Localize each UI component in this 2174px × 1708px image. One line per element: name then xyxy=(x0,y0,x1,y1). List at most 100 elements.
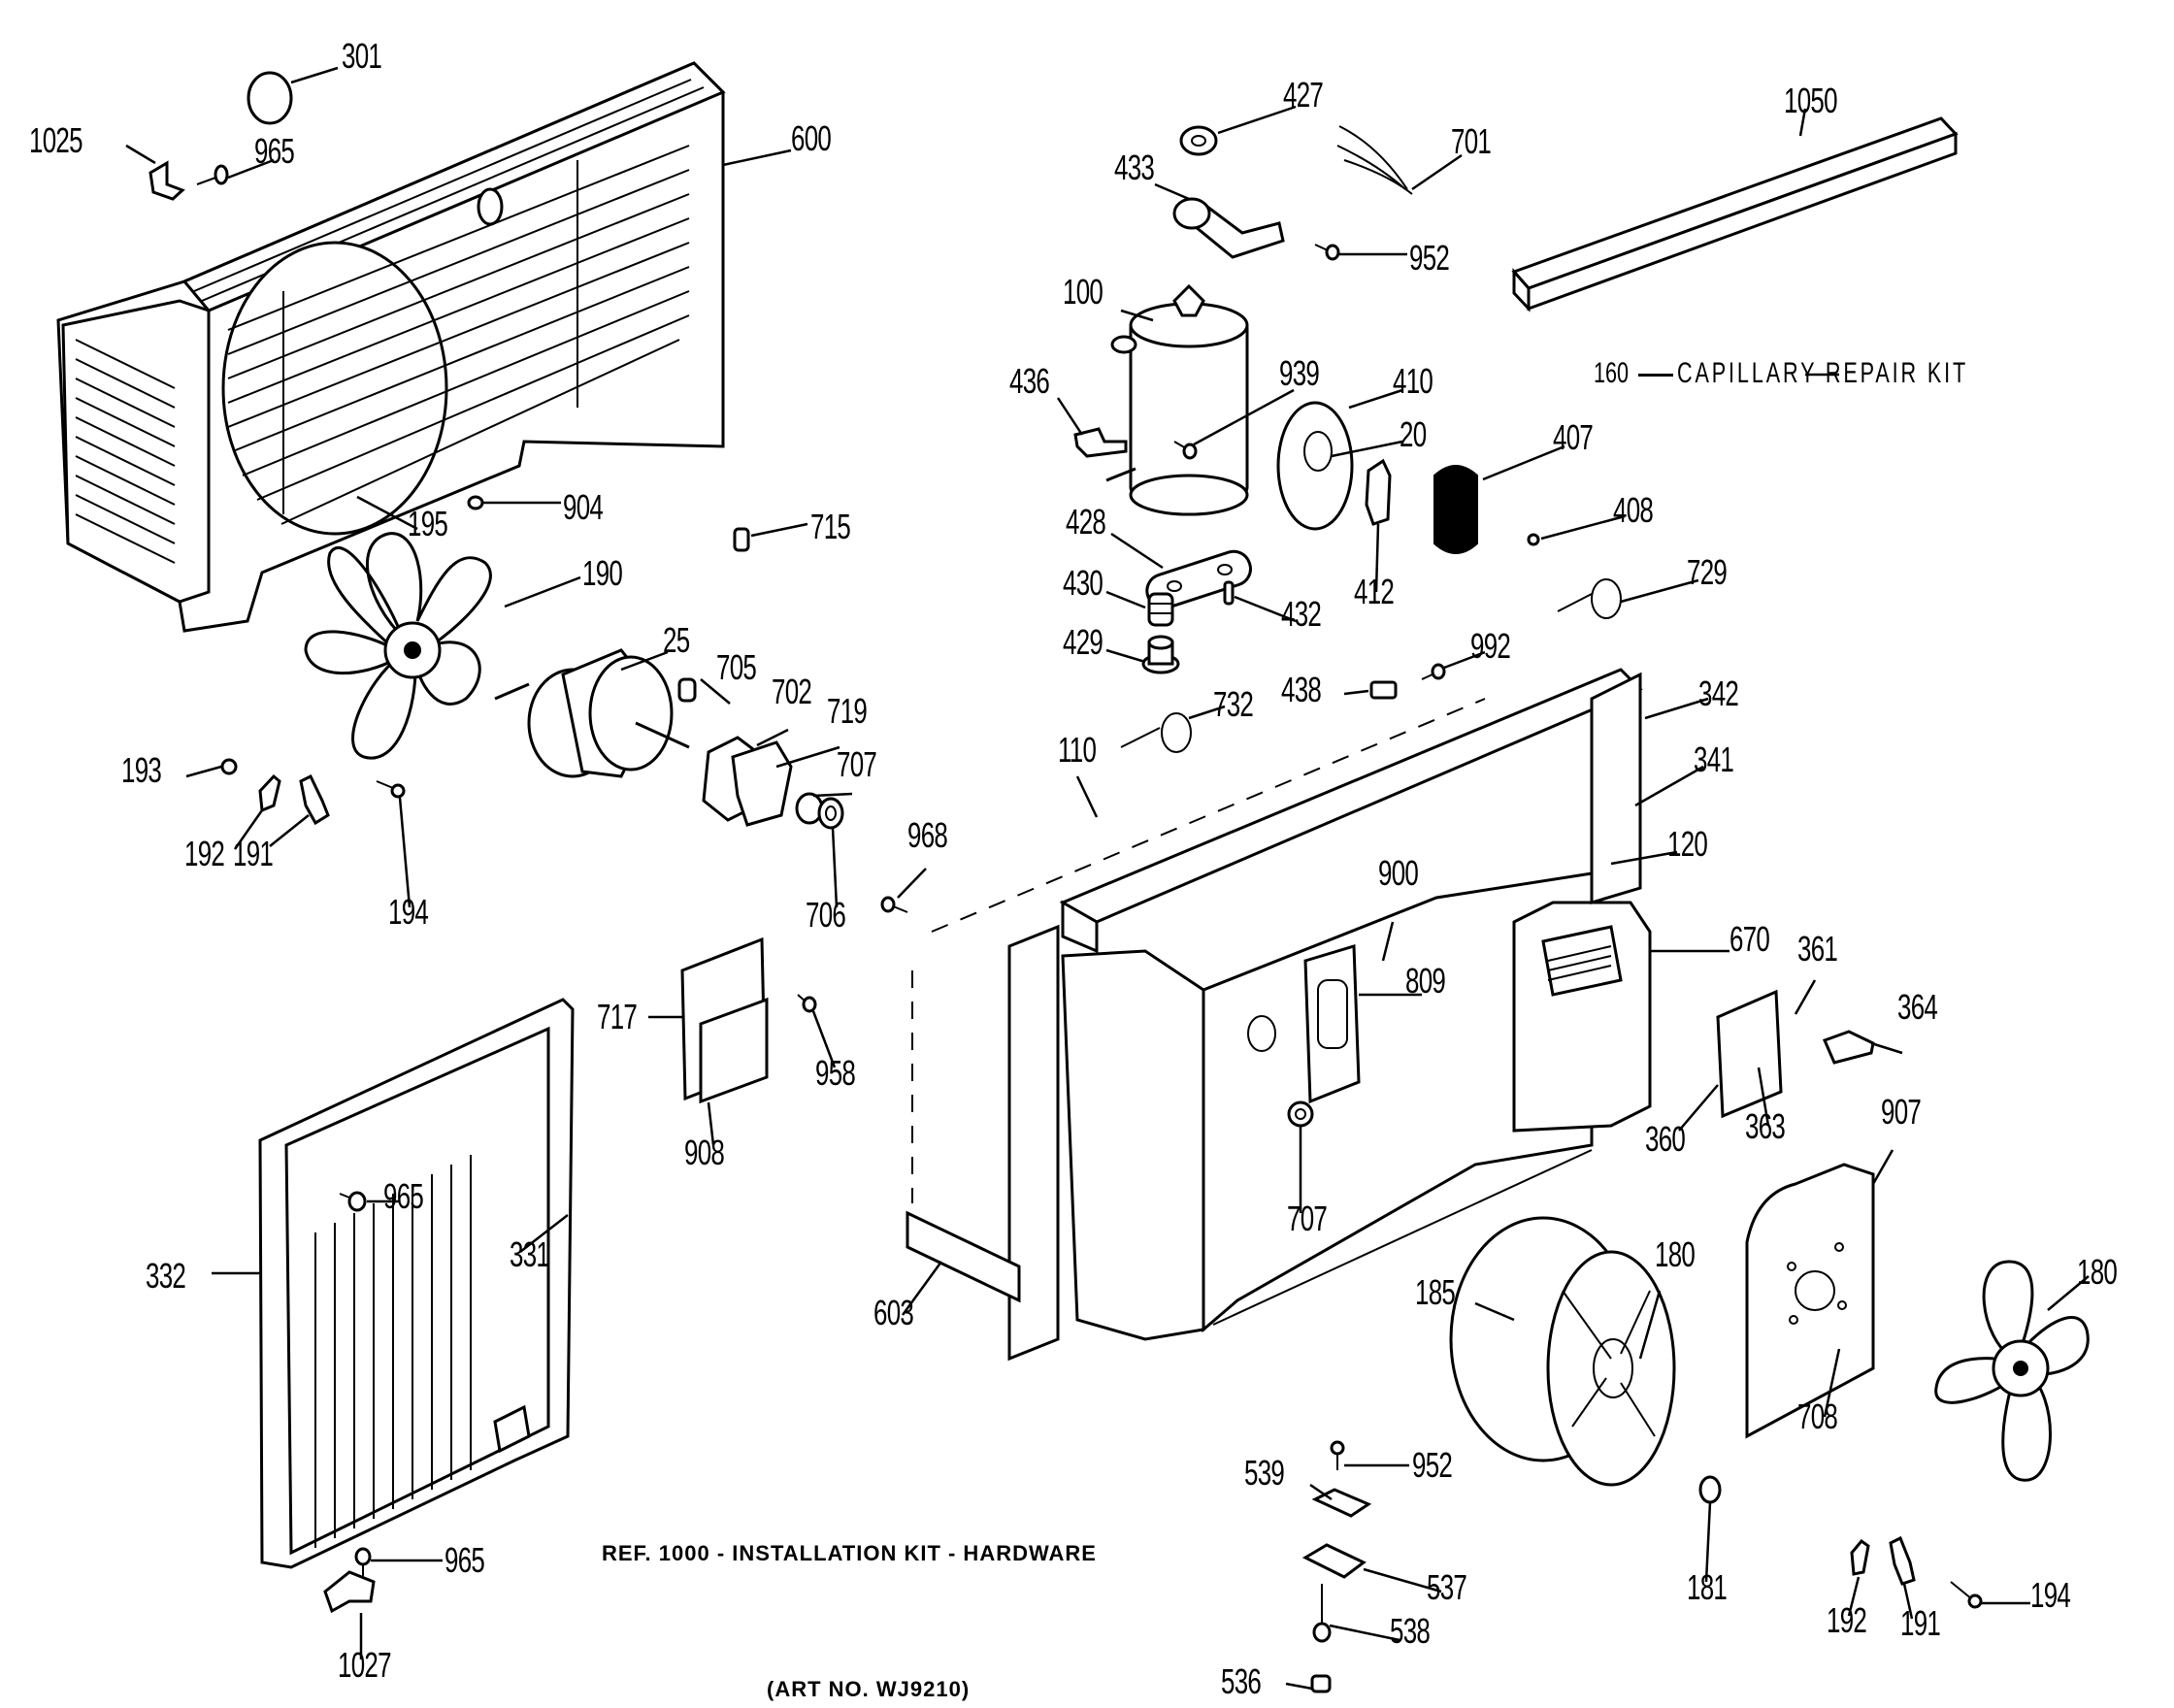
part-label: 707 xyxy=(1287,1199,1328,1238)
capillary-kit-ref: 160 xyxy=(1594,357,1630,389)
part-label: 992 xyxy=(1470,626,1511,666)
side-panel xyxy=(258,998,575,1569)
screw-965 xyxy=(196,164,229,185)
outer-case xyxy=(56,61,726,633)
part-label: 331 xyxy=(510,1234,550,1274)
fan-motor xyxy=(494,648,690,778)
part-label: 1050 xyxy=(1784,81,1838,120)
part-label: 904 xyxy=(563,487,604,527)
part-label: 110 xyxy=(1058,730,1097,770)
part-label: 939 xyxy=(1279,353,1320,393)
part-label: 25 xyxy=(663,620,690,660)
part-label: 191 xyxy=(1900,1603,1941,1643)
part-label: 436 xyxy=(1009,361,1050,401)
part-label: 194 xyxy=(2030,1575,2071,1615)
part-label: 100 xyxy=(1063,272,1103,312)
part-label: 332 xyxy=(146,1256,186,1296)
part-label: 364 xyxy=(1897,987,1938,1027)
screw-194 xyxy=(376,780,406,799)
bracket-433 xyxy=(1172,197,1285,259)
clip-438 xyxy=(1369,680,1398,700)
bracket-191 xyxy=(299,773,330,826)
nut-706 xyxy=(817,797,844,830)
part-label: 185 xyxy=(1415,1272,1456,1312)
retainer-193 xyxy=(220,758,238,775)
fan-blade-180 xyxy=(1934,1260,2090,1482)
part-label: 603 xyxy=(873,1293,914,1332)
part-label: 907 xyxy=(1881,1092,1922,1132)
part-label: 433 xyxy=(1114,148,1155,187)
part-label: 809 xyxy=(1405,961,1446,1001)
part-label: 952 xyxy=(1412,1445,1453,1485)
part-label: 537 xyxy=(1427,1567,1467,1607)
part-label: 701 xyxy=(1451,121,1492,161)
part-label: 952 xyxy=(1409,238,1450,278)
bolt-538 xyxy=(1312,1584,1332,1643)
part-label: 958 xyxy=(815,1053,856,1093)
part-label: 427 xyxy=(1283,75,1324,115)
part-label: 192 xyxy=(1827,1600,1867,1640)
plate-360 xyxy=(1716,989,1783,1119)
mounting-plate xyxy=(1145,549,1252,610)
capacitor-bracket xyxy=(1303,944,1361,1104)
part-label: 702 xyxy=(772,672,812,711)
part-label: 342 xyxy=(1698,673,1739,713)
part-label: 432 xyxy=(1281,594,1322,634)
part-label: 428 xyxy=(1066,502,1106,542)
part-label: 361 xyxy=(1797,929,1838,969)
screw-965c xyxy=(354,1547,372,1580)
screw-992 xyxy=(1421,663,1446,680)
capillary-kit-label: CAPILLARY REPAIR KIT xyxy=(1677,357,1969,389)
retainer-181 xyxy=(1698,1475,1722,1504)
part-label: 429 xyxy=(1063,622,1103,662)
sleeve xyxy=(677,677,697,703)
capillary-kit-dash xyxy=(1638,374,1673,377)
screw-965b xyxy=(339,1191,367,1212)
clip-412 xyxy=(1365,458,1392,526)
part-label: 705 xyxy=(716,647,757,687)
compressor xyxy=(1105,283,1249,516)
part-label: 900 xyxy=(1378,853,1419,893)
terminal-cover xyxy=(1276,401,1354,531)
screw-939 xyxy=(1173,441,1198,460)
part-label: 341 xyxy=(1694,739,1734,779)
part-label: 120 xyxy=(1667,824,1708,864)
part-label: 410 xyxy=(1393,361,1433,401)
part-label: 965 xyxy=(254,131,295,171)
bracket-192 xyxy=(258,773,281,813)
part-label: 708 xyxy=(1797,1396,1838,1436)
screw-952 xyxy=(1314,244,1340,261)
part-label: 715 xyxy=(810,507,851,546)
clip-436 xyxy=(1073,427,1128,458)
part-label: 729 xyxy=(1687,552,1728,592)
grommet-429 xyxy=(1141,635,1180,674)
cable-tie-732 xyxy=(1120,712,1192,753)
part-label: 181 xyxy=(1687,1567,1728,1607)
nut-408 xyxy=(1527,533,1540,546)
gasket-407 xyxy=(1433,465,1478,554)
part-label: 195 xyxy=(408,504,448,543)
part-label: 732 xyxy=(1213,684,1254,724)
chassis xyxy=(906,668,1652,1362)
part-label: 670 xyxy=(1729,919,1770,959)
bracket-192b xyxy=(1850,1538,1870,1576)
leader-lines xyxy=(125,66,2090,1691)
stud-432 xyxy=(1223,580,1235,606)
part-label: 412 xyxy=(1354,572,1395,611)
part-label: 539 xyxy=(1244,1453,1285,1493)
part-label: 968 xyxy=(907,815,948,855)
part-label: 180 xyxy=(1655,1234,1696,1274)
screw-952b xyxy=(1330,1440,1345,1470)
part-label: 600 xyxy=(791,118,832,158)
art-number-caption: (ART NO. WJ9210) xyxy=(767,1677,971,1701)
part-label: 190 xyxy=(582,553,623,593)
screw-958 xyxy=(797,994,817,1013)
part-label: 301 xyxy=(342,36,382,76)
part-label: 965 xyxy=(383,1176,424,1216)
condenser-fan-blade xyxy=(304,532,492,760)
part-label: 717 xyxy=(597,997,638,1036)
part-label: 1025 xyxy=(29,120,83,160)
nut-536 xyxy=(1310,1674,1332,1693)
part-label: 191 xyxy=(233,834,274,873)
wire-harness xyxy=(1336,125,1413,195)
